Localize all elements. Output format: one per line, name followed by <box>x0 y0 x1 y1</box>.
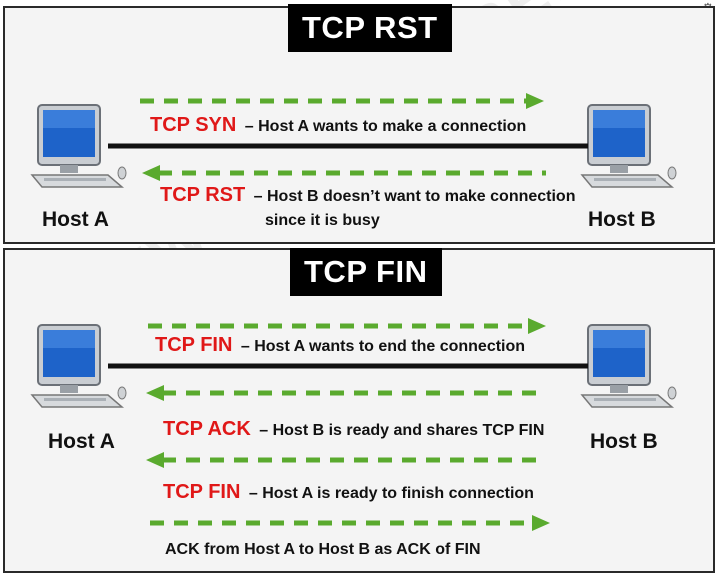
fin-arrow-2 <box>146 452 546 468</box>
rst-description: – Host B doesn’t want to make connection <box>253 188 576 205</box>
fin-arrow-1 <box>148 318 546 334</box>
rst-subtext: since it is busy <box>265 212 380 229</box>
ack-message: TCP ACK – Host B is ready and shares TCP… <box>163 418 544 441</box>
tcp-fin-panel <box>3 248 715 573</box>
ack-arrow-2 <box>150 515 550 531</box>
host-a-label: Host A <box>42 208 109 231</box>
syn-description: – Host A wants to make a connection <box>244 118 527 135</box>
host-b-label: Host B <box>588 208 656 231</box>
fin-keyword-1: TCP FIN <box>155 334 233 356</box>
syn-message: TCP SYN – Host A wants to make a connect… <box>150 114 526 137</box>
ack-description: – Host B is ready and shares TCP FIN <box>259 422 545 439</box>
syn-arrow <box>140 93 544 109</box>
host-b-computer-icon <box>581 104 677 188</box>
final-ack-note: ACK from Host A to Host B as ACK of FIN <box>165 541 481 558</box>
rst-message: TCP RST – Host B doesn’t want to make co… <box>160 184 575 207</box>
fin-description-2: – Host A is ready to finish connection <box>248 485 534 502</box>
ack-arrow-1 <box>146 385 546 401</box>
host-b-computer-icon-2 <box>581 324 677 408</box>
ack-keyword: TCP ACK <box>163 418 251 440</box>
fin-message-2: TCP FIN – Host A is ready to finish conn… <box>163 481 534 504</box>
host-b-label-2: Host B <box>590 430 658 453</box>
syn-keyword: TCP SYN <box>150 114 237 136</box>
fin-message-1: TCP FIN – Host A wants to end the connec… <box>155 334 525 357</box>
rst-keyword: TCP RST <box>160 184 246 206</box>
tcp-fin-title: TCP FIN <box>290 248 442 296</box>
tcp-rst-title: TCP RST <box>288 4 452 52</box>
rst-arrow <box>142 165 546 181</box>
fin-keyword-2: TCP FIN <box>163 481 241 503</box>
fin-description-1: – Host A wants to end the connection <box>240 338 526 355</box>
host-a-label-2: Host A <box>48 430 115 453</box>
